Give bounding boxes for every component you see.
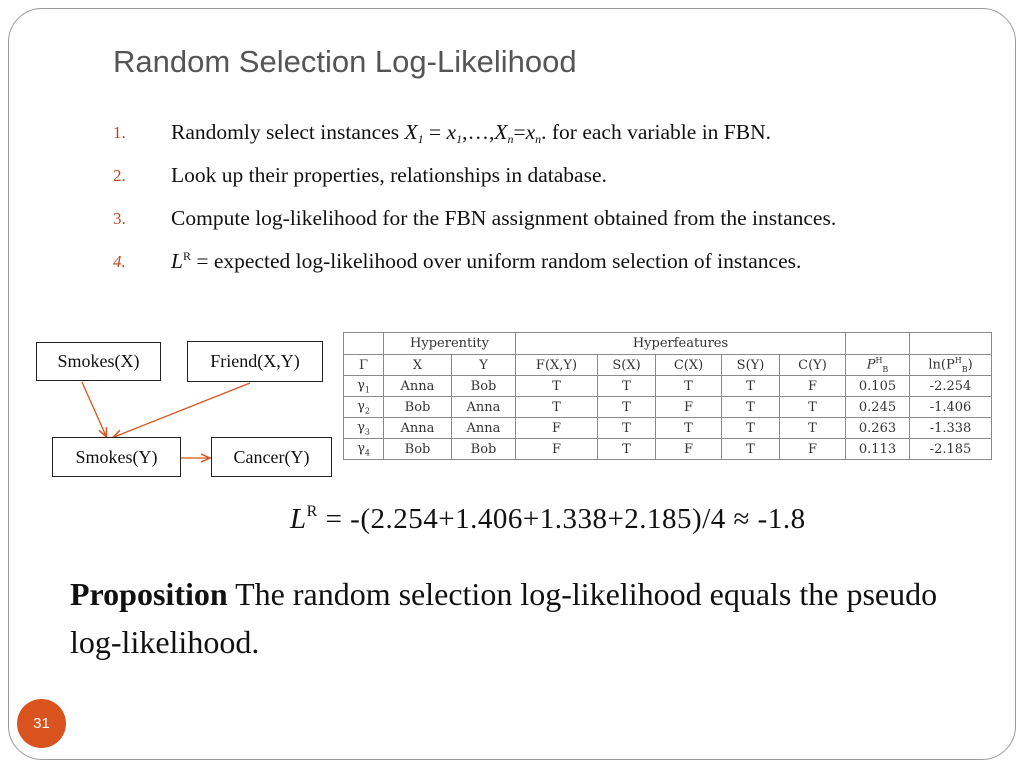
table-cell: γ4: [343, 438, 384, 460]
step-2: 2. Look up their properties, relationshi…: [113, 163, 993, 206]
table-cell: Bob: [451, 438, 516, 460]
step-number: 2.: [113, 166, 126, 185]
step-text: Randomly select instances X1 = x1,…,Xn=x…: [171, 120, 771, 146]
node-smokes-y: Smokes(Y): [52, 437, 181, 477]
table-cell: T: [515, 375, 598, 397]
table-cell: 0.113: [845, 438, 910, 460]
table-cell: Anna: [451, 396, 516, 418]
step-text: Look up their properties, relationships …: [171, 163, 607, 187]
hyperfeature-table: Hyperentity Hyperfeatures Γ X Y F(X,Y) S…: [343, 332, 992, 460]
table-cell: [909, 332, 992, 355]
table-cell: F: [515, 417, 598, 439]
table-cell: T: [597, 375, 656, 397]
col-header-y: Y: [451, 354, 516, 376]
table-cell: T: [721, 375, 780, 397]
step-text: LR = expected log-likelihood over unifor…: [171, 249, 802, 273]
likelihood-formula: LR = -(2.254+1.406+1.338+2.185)/4 ≈ -1.8: [290, 503, 806, 535]
table-cell: -1.406: [909, 396, 992, 418]
table-cell: γ3: [343, 417, 384, 439]
proposition-label: Proposition: [70, 576, 228, 612]
table-cell: Bob: [383, 396, 452, 418]
table-cell: F: [779, 375, 846, 397]
table-row: γ1 Anna Bob T T T T F 0.105 -2.254: [343, 375, 992, 397]
table-cell: Anna: [451, 417, 516, 439]
table-row: γ4 Bob Bob F T F T F 0.113 -2.185: [343, 438, 992, 460]
step-number: 3.: [113, 209, 126, 228]
col-header-cy: C(Y): [779, 354, 846, 376]
col-header-p: PHB: [845, 354, 910, 376]
table-cell: -2.254: [909, 375, 992, 397]
table-cell: Bob: [451, 375, 516, 397]
step-3: 3. Compute log-likelihood for the FBN as…: [113, 206, 993, 249]
table-cell: T: [779, 396, 846, 418]
node-cancer-y: Cancer(Y): [211, 437, 332, 477]
table-cell: F: [655, 438, 722, 460]
table-group-header-row: Hyperentity Hyperfeatures: [343, 332, 992, 355]
table-cell: T: [597, 438, 656, 460]
table-row: γ2 Bob Anna T T F T T 0.245 -1.406: [343, 396, 992, 418]
node-smokes-x: Smokes(X): [36, 342, 161, 381]
table-cell: F: [655, 396, 722, 418]
table-cell: F: [779, 438, 846, 460]
proposition-text: The random selection log-likelihood equa…: [70, 576, 938, 660]
table-row: γ3 Anna Anna F T T T T 0.263 -1.338: [343, 417, 992, 439]
table-cell: γ1: [343, 375, 384, 397]
col-header-cx: C(X): [655, 354, 722, 376]
table-cell: 0.105: [845, 375, 910, 397]
table-cell: Anna: [383, 375, 452, 397]
table-cell: [845, 332, 910, 355]
hyperfeature-table-wrap: Hyperentity Hyperfeatures Γ X Y F(X,Y) S…: [343, 332, 992, 460]
arrow-smokes-x-to-smokes-y: [81, 381, 106, 436]
table-cell: 0.245: [845, 396, 910, 418]
col-header-gamma: Γ: [343, 354, 384, 376]
table-cell: T: [597, 417, 656, 439]
table-cell: T: [515, 396, 598, 418]
step-number: 4.: [113, 252, 126, 271]
table-cell: γ2: [343, 396, 384, 418]
col-header-f: F(X,Y): [515, 354, 598, 376]
table-header-row: Γ X Y F(X,Y) S(X) C(X) S(Y) C(Y) PHB ln(…: [343, 354, 992, 376]
table-cell: F: [515, 438, 598, 460]
col-header-sx: S(X): [597, 354, 656, 376]
col-header-ln: ln(PHB): [909, 354, 992, 376]
table-cell: Bob: [383, 438, 452, 460]
group-header-hyperentity: Hyperentity: [383, 332, 516, 355]
step-list: 1. Randomly select instances X1 = x1,…,X…: [113, 120, 993, 292]
table-cell: T: [721, 438, 780, 460]
group-header-hyperfeatures: Hyperfeatures: [515, 332, 846, 355]
table-cell: T: [721, 396, 780, 418]
table-cell: 0.263: [845, 417, 910, 439]
table-cell: -1.338: [909, 417, 992, 439]
slide-title: Random Selection Log-Likelihood: [113, 44, 577, 79]
proposition: Proposition The random selection log-lik…: [70, 570, 950, 666]
table-cell: T: [655, 417, 722, 439]
arrow-friend-to-smokes-y: [114, 382, 251, 437]
table-cell: -2.185: [909, 438, 992, 460]
page-number-badge: 31: [17, 699, 66, 748]
table-cell: [343, 332, 384, 355]
col-header-x: X: [383, 354, 452, 376]
col-header-sy: S(Y): [721, 354, 780, 376]
table-cell: T: [655, 375, 722, 397]
step-4: 4. LR = expected log-likelihood over uni…: [113, 249, 993, 292]
table-cell: Anna: [383, 417, 452, 439]
node-friend-xy: Friend(X,Y): [187, 341, 323, 382]
table-cell: T: [721, 417, 780, 439]
table-cell: T: [779, 417, 846, 439]
step-number: 1.: [113, 123, 126, 142]
table-cell: T: [597, 396, 656, 418]
step-1: 1. Randomly select instances X1 = x1,…,X…: [113, 120, 993, 163]
step-text: Compute log-likelihood for the FBN assig…: [171, 206, 837, 230]
